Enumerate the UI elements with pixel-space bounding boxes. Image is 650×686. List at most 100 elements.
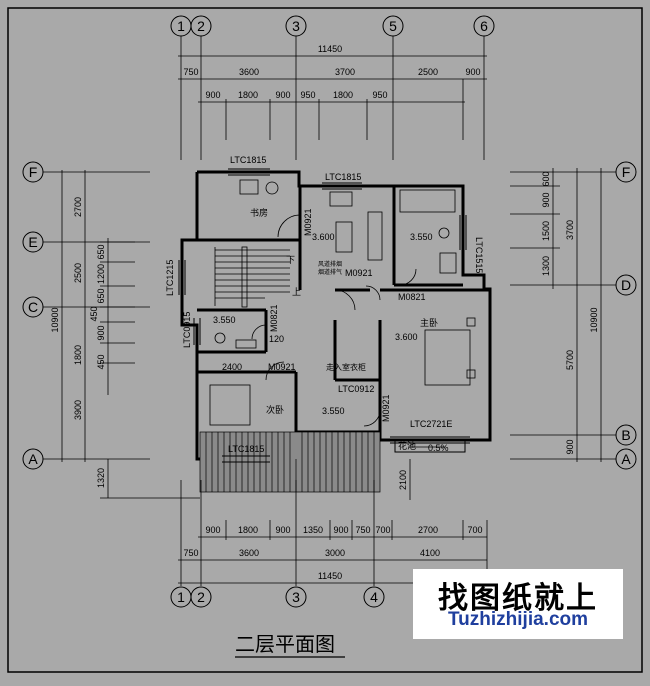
axis-bottom-2: 2: [197, 589, 205, 605]
dim-top-r1-2: 3700: [335, 67, 355, 77]
right-axis-bubbles: [615, 161, 637, 470]
door-small-bath: M0821: [269, 304, 279, 332]
stair-dim: 120: [269, 334, 284, 344]
dim-right-inner-2: 1500: [541, 221, 551, 241]
bottom-axis-bubbles: [170, 586, 385, 608]
dim-bot-r2-1: 3600: [239, 548, 259, 558]
dim-bot-r1-3: 1350: [303, 525, 323, 535]
window-bath: LTC1515: [474, 237, 484, 273]
dim-left-outer-0: 2700: [73, 197, 83, 217]
dim-bot-r1-2: 900: [275, 525, 290, 535]
watermark-text: 找图纸就上: [438, 581, 598, 616]
dim-top-total: 11450: [318, 44, 342, 54]
dim-top-r1-1: 3600: [239, 67, 259, 77]
dim-bot-r1-1: 1800: [238, 525, 258, 535]
drawing-frame: [7, 7, 643, 673]
door-swings: [251, 214, 417, 427]
door-second: M0921: [268, 362, 296, 372]
flower-pit: [394, 439, 466, 453]
shaft-note-2: 烟道排气: [318, 268, 342, 276]
door-master: M0921: [381, 394, 391, 422]
dim-left-inner-4: 900: [96, 325, 106, 340]
dim-top-r2-4: 1800: [333, 90, 353, 100]
staircase: [214, 246, 290, 308]
axis-top-1: 1: [177, 18, 185, 34]
axis-bottom-3: 3: [292, 589, 300, 605]
window-small-bath: LTC0915: [182, 312, 192, 348]
window-stair: LTC1215: [165, 260, 175, 296]
bottom-dimension-lines: [178, 480, 488, 586]
drawing-title: 二层平面图: [235, 632, 335, 656]
axis-top-2: 2: [197, 18, 205, 34]
dim-left-outer-2: 1800: [73, 345, 83, 365]
axis-right-D: D: [621, 277, 631, 293]
dim-bot-r1-8: 700: [467, 525, 482, 535]
window-hall: LTC1815: [325, 172, 361, 182]
room-closet: 走入室衣柜: [326, 362, 366, 372]
axis-right-B: B: [621, 427, 630, 443]
dim-top-r1-4: 900: [465, 67, 480, 77]
dim-top-r2-5: 950: [372, 90, 387, 100]
watermark-url[interactable]: Tuzhizhijia.com: [447, 609, 589, 630]
dim-top-r2-2: 900: [275, 90, 290, 100]
axis-top-3: 3: [292, 18, 300, 34]
room-master: 主卧: [420, 317, 438, 328]
dim-left-total: 10900: [50, 307, 60, 332]
dim-bot-r2-3: 4100: [420, 548, 440, 558]
dim-left-inner-2: 650: [96, 288, 106, 303]
dim-bot-r1-5: 750: [355, 525, 370, 535]
dim-top-r2-3: 950: [300, 90, 315, 100]
dim-left-inner-1: 1200: [96, 264, 106, 284]
dim-right-inner-3: 1300: [541, 256, 551, 276]
dim-left-inner-5: 450: [96, 354, 106, 369]
dim-bot-r1-4: 900: [333, 525, 348, 535]
door-hall: M0921: [345, 268, 373, 278]
axis-left-C: C: [28, 299, 38, 315]
dim-right-mid-0: 3700: [565, 220, 575, 240]
slope-label: 0.5%: [428, 443, 449, 453]
right-dimension-lines: [510, 168, 616, 462]
axis-left-A: A: [28, 451, 38, 467]
stair-down-label: 下: [286, 255, 295, 265]
dim-bot-r2-0: 750: [183, 548, 198, 558]
stair-up-label: 上: [292, 287, 301, 297]
door-bath: M0821: [398, 292, 426, 302]
axis-top-5: 5: [389, 18, 397, 34]
dim-right-mid-1: 5700: [565, 350, 575, 370]
axis-right-F: F: [622, 164, 631, 180]
top-axis-bubbles: [170, 15, 495, 37]
axis-bottom-4: 4: [370, 589, 378, 605]
window-closet: LTC0912: [338, 384, 374, 394]
level-hall: 3.600: [312, 232, 335, 242]
dim-left-outer-3: 3900: [73, 400, 83, 420]
window-second: LTC1815: [228, 444, 264, 454]
dim-top-r2-0: 900: [205, 90, 220, 100]
door-study: M0921: [303, 208, 313, 236]
window-marks: [178, 168, 470, 463]
axis-top-6: 6: [480, 18, 488, 34]
window-master: LTC2721E: [410, 419, 452, 429]
axis-left-F: F: [29, 164, 38, 180]
dim-right-inner-1: 900: [541, 192, 551, 207]
dim-top-r1-3: 2500: [418, 67, 438, 77]
axis-right-A: A: [621, 451, 631, 467]
axis-left-E: E: [28, 234, 37, 250]
dim-bot-r1-7: 2700: [418, 525, 438, 535]
dim-second-room-width: 2400: [222, 362, 242, 372]
room-second: 次卧: [266, 404, 284, 415]
window-study: LTC1815: [230, 155, 266, 165]
furniture: [209, 179, 476, 426]
dim-right-bottom: 900: [565, 439, 575, 454]
dim-top-r2-1: 1800: [238, 90, 258, 100]
watermark: 找图纸就上 Tuzhizhijia.com: [413, 569, 623, 639]
flower-pit-label: 花池: [398, 440, 416, 451]
level-corridor: 3.550: [322, 406, 345, 416]
shaft-note-1: 风道排烟: [318, 260, 342, 268]
top-dimension-lines: [178, 36, 487, 160]
dim-balcony-depth: 2100: [398, 470, 408, 490]
dim-left-outer-1: 2500: [73, 263, 83, 283]
left-dimension-lines: [43, 170, 200, 499]
left-axis-bubbles: [22, 161, 44, 470]
